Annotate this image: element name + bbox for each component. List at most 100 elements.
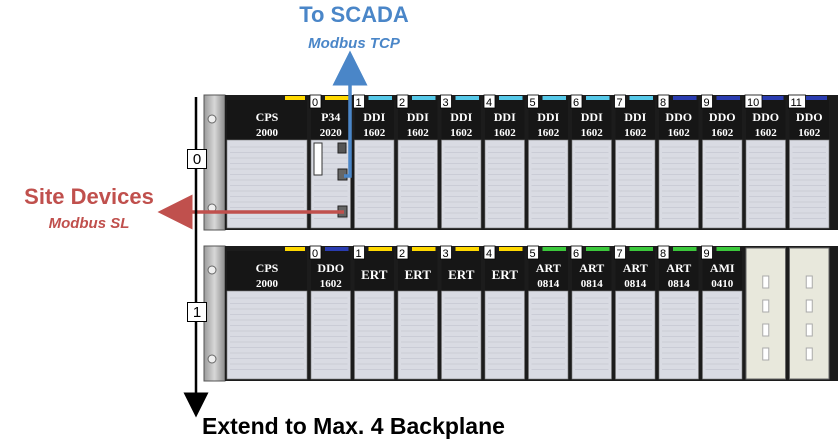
slot-number: 7	[617, 248, 623, 260]
slot-clip	[805, 347, 813, 361]
module-color-bar	[586, 247, 610, 251]
site-protocol-label: Modbus SL	[48, 215, 130, 232]
module-color-bar	[368, 247, 392, 251]
module-body	[354, 290, 395, 380]
module-color-bar	[285, 247, 305, 251]
module-name: DDI	[494, 110, 516, 124]
module-color-bar	[455, 96, 479, 100]
module-body	[441, 290, 482, 380]
slot-number-box	[657, 245, 670, 260]
module-body	[528, 290, 569, 380]
slot-clip	[805, 299, 813, 313]
slot-number-box	[570, 94, 583, 109]
module-color-bar	[499, 96, 523, 100]
module-name: ART	[666, 261, 691, 275]
module-color-bar	[412, 247, 436, 251]
slot-number: 0	[312, 97, 318, 109]
module-name: DDO	[752, 110, 779, 124]
module-name: ERT	[361, 267, 388, 282]
module-name: CPS	[256, 261, 279, 275]
slot-number-box	[440, 245, 452, 260]
slot-number: 5	[530, 248, 536, 260]
slot-number-box	[527, 94, 539, 109]
slot-number-box	[701, 245, 713, 260]
usb-port-icon[interactable]	[337, 142, 347, 154]
slot-number-box	[396, 245, 409, 260]
module-color-bar	[542, 96, 566, 100]
module-number: 1602	[407, 127, 430, 139]
slot-number: 7	[617, 97, 623, 109]
module-body	[571, 290, 612, 380]
module-number: 1602	[494, 127, 517, 139]
module-name: DDI	[407, 110, 429, 124]
slot-number-box	[440, 94, 452, 109]
module-number: 1602	[668, 127, 691, 139]
slot-number: 2	[399, 248, 405, 260]
extend-backplane-label: Extend to Max. 4 Backplane	[202, 413, 505, 439]
module-1-10[interactable]	[745, 247, 786, 380]
module-body	[226, 290, 308, 380]
mount-screw-icon	[207, 354, 217, 364]
rack-0: CPS20000P3420201DDI16022DDI16023DDI16024…	[203, 94, 838, 231]
module-color-bar	[412, 96, 436, 100]
slot-number: 2	[399, 97, 405, 109]
module-number: 1602	[755, 127, 778, 139]
slot-number-box	[788, 94, 806, 109]
rack-1: CPS20000DDO16021ERT2ERT3ERT4ERT5ART08146…	[203, 245, 838, 382]
module-body	[745, 139, 786, 229]
module-name: AMI	[710, 261, 735, 275]
module-number: 0814	[537, 278, 560, 290]
slot-number-box	[483, 245, 496, 260]
slot-number-box	[309, 94, 322, 109]
module-number: 1602	[450, 127, 473, 139]
slot-number: 5	[530, 97, 536, 109]
module-color-bar	[325, 96, 349, 100]
module-name: ART	[623, 261, 648, 275]
module-name: DDI	[581, 110, 603, 124]
module-color-bar	[716, 247, 740, 251]
slot-number: 4	[486, 248, 492, 260]
module-name: ERT	[405, 267, 432, 282]
module-body	[397, 139, 438, 229]
slot-number: 8	[660, 248, 666, 260]
slot-number: 9	[704, 97, 710, 109]
module-1-11[interactable]	[789, 247, 830, 380]
slot-number-box	[396, 94, 409, 109]
module-body	[484, 139, 525, 229]
slot-clip	[762, 275, 770, 289]
module-name: DDO	[317, 261, 344, 275]
module-color-bar	[629, 96, 653, 100]
module-body	[226, 139, 308, 229]
module-name: DDO	[709, 110, 736, 124]
module-number: 0410	[711, 278, 734, 290]
module-name: DDI	[537, 110, 559, 124]
module-body	[615, 290, 656, 380]
slot-number: 11	[791, 97, 802, 109]
module-number: 2000	[256, 127, 279, 139]
module-body	[702, 139, 743, 229]
